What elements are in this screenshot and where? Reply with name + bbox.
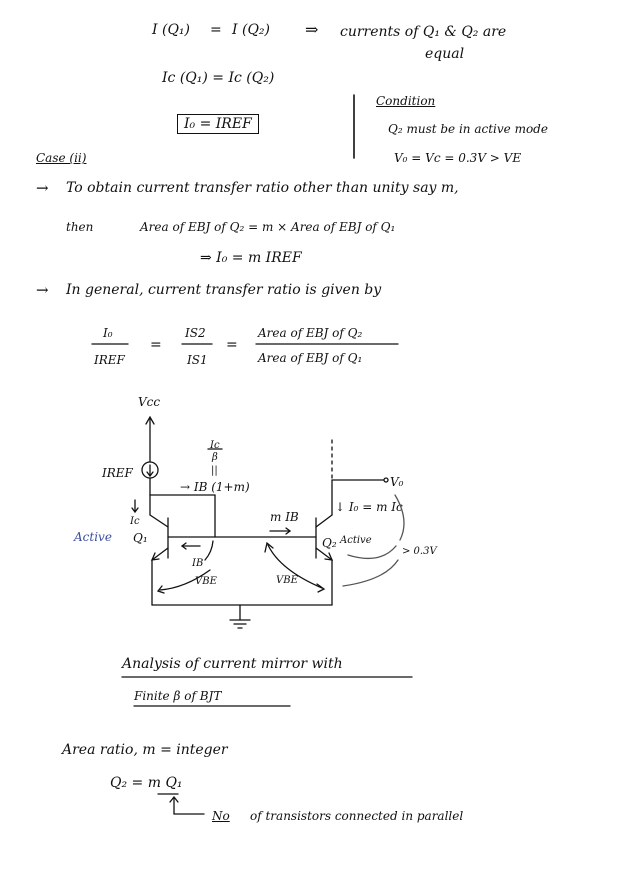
number-abbrev: No <box>212 809 230 823</box>
active-left-annotation: Active <box>74 530 112 544</box>
ic-over-beta-denominator: β <box>212 452 218 463</box>
ib-label: IB <box>192 558 204 569</box>
general-arrow: → <box>36 281 49 299</box>
ratio-equals-2: = <box>226 337 238 353</box>
boxed-result: I₀ = IREF <box>177 114 259 134</box>
ic-q1-label: Ic <box>130 516 140 527</box>
equal-word: equal <box>425 46 465 62</box>
greater-than-voltage: > 0.3V <box>402 546 437 557</box>
general-text: In general, current transfer ratio is gi… <box>66 282 382 298</box>
output-current-label: ↓ I₀ = m Ic <box>335 500 403 514</box>
q2-label: Q₂ <box>322 536 337 550</box>
current-equality-right: I (Q₂) <box>232 22 270 38</box>
fraction2-numerator: IS2 <box>185 326 206 340</box>
area-equation: Area of EBJ of Q₂ = m × Area of EBJ of Q… <box>140 220 396 234</box>
vbe2-label: VBE <box>276 575 298 586</box>
fraction1-numerator: I₀ <box>103 326 113 340</box>
equals-sign: = <box>210 22 222 38</box>
vcc-label: Vcc <box>138 395 161 409</box>
fraction2-denominator: IS1 <box>187 353 208 367</box>
ratio-equals-1: = <box>150 337 162 353</box>
output-voltage-label: V₀ <box>390 475 404 489</box>
obtain-arrow: → <box>36 179 49 197</box>
case-ii-label: Case (ii) <box>36 151 87 165</box>
base-current-total: → IB (1+m) <box>180 480 250 494</box>
then-label: then <box>66 220 94 234</box>
m-ib-label: m IB <box>270 510 299 524</box>
analysis-title: Analysis of current mirror with <box>122 656 343 672</box>
fraction3-denominator: Area of EBJ of Q₁ <box>258 351 363 365</box>
current-equality-left: I (Q₁) <box>152 22 190 38</box>
obtain-text: To obtain current transfer ratio other t… <box>66 180 459 196</box>
fraction1-denominator: IREF <box>94 353 125 367</box>
parallel-symbol: || <box>211 465 218 476</box>
collector-current-equality: Ic (Q₁) = Ic (Q₂) <box>162 70 275 86</box>
currents-equal-text: currents of Q₁ & Q₂ are <box>340 24 507 40</box>
q2-equals-m-q1: Q₂ = m Q₁ <box>110 775 183 791</box>
condition-active-mode: Q₂ must be in active mode <box>388 122 548 136</box>
condition-voltage: V₀ = Vc = 0.3V > VE <box>394 151 522 165</box>
condition-title: Condition <box>376 94 436 108</box>
implies-arrow: ⇒ <box>305 20 319 39</box>
vbe1-label: VBE <box>195 576 217 587</box>
q1-label: Q₁ <box>133 531 148 545</box>
vcc-arrow-icon <box>145 415 155 425</box>
parallel-transistors-note: of transistors connected in parallel <box>250 809 464 823</box>
output-current-result: ⇒ I₀ = m IREF <box>200 250 302 266</box>
iref-label: IREF <box>102 466 133 480</box>
analysis-subtitle: Finite β of BJT <box>134 689 222 703</box>
fraction3-numerator: Area of EBJ of Q₂ <box>258 326 363 340</box>
active-right-annotation: Active <box>340 535 372 546</box>
ic-over-beta-numerator: Ic <box>210 440 220 451</box>
area-ratio-line: Area ratio, m = integer <box>62 742 228 758</box>
